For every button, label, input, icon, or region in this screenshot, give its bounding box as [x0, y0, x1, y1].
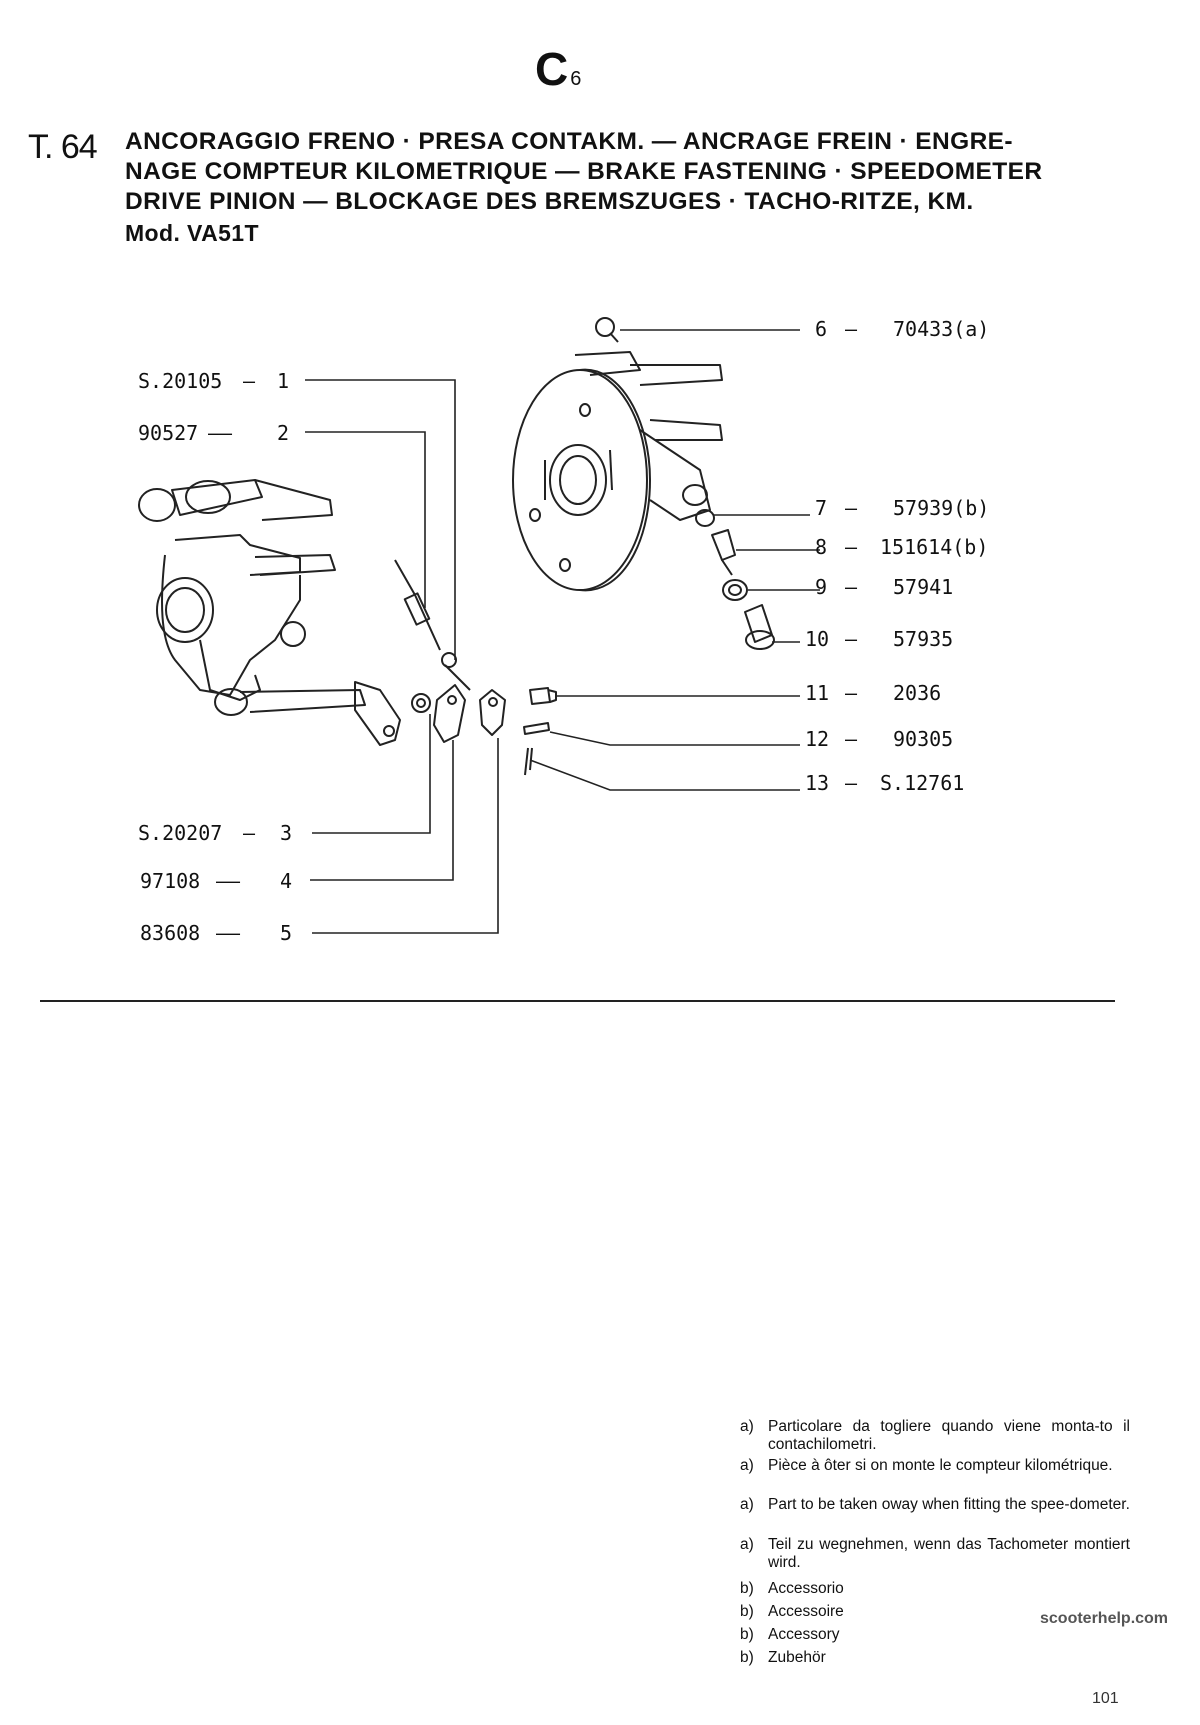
section-divider: [40, 1000, 1115, 1002]
part-ref-13: 13: [805, 771, 829, 795]
svg-text:—: —: [845, 317, 858, 341]
footnote: b)Accessorio: [740, 1580, 844, 1597]
part-ref-6: 6: [815, 317, 827, 341]
brake-anchor-bracket: [138, 479, 401, 746]
exploded-parts-diagram: S.20105 — 1 90527 —— 2 S.20207 — 3 97108…: [138, 317, 989, 945]
callout-part-10: 10 — 57935: [805, 627, 953, 651]
cable-fitting: [394, 559, 471, 691]
screw-part-6: [595, 317, 619, 343]
footnote: a)Part to be taken oway when fitting the…: [740, 1496, 1130, 1513]
plate-part-4: [433, 684, 466, 743]
part-ref-9: 9: [815, 575, 827, 599]
part-code-11: 2036: [893, 681, 941, 705]
svg-text:—: —: [845, 681, 858, 705]
callout-part-12: 12 — 90305: [805, 727, 953, 751]
part-ref-10: 10: [805, 627, 829, 651]
callout-part-8: 8 — 151614(b): [815, 535, 988, 559]
footnote: b)Accessory: [740, 1626, 840, 1643]
part-ref-11: 11: [805, 681, 829, 705]
washer-part-7: [695, 509, 715, 527]
callout-part-2: 90527 —— 2: [138, 421, 289, 445]
part-code-12: 90305: [893, 727, 953, 751]
callout-part-1: S.20105 — 1: [138, 369, 289, 393]
nut-part-3: [411, 693, 431, 713]
callout-part-11: 11 — 2036: [805, 681, 941, 705]
part-code-10: 57935: [893, 627, 953, 651]
svg-text:—: —: [845, 771, 858, 795]
part-code-7: 57939(b): [893, 496, 989, 520]
part-code-4: 97108: [140, 869, 200, 893]
svg-text:——: ——: [216, 921, 241, 945]
callout-part-4: 97108 —— 4: [140, 869, 292, 893]
part-code-6: 70433(a): [893, 317, 989, 341]
svg-text:—: —: [845, 627, 858, 651]
part-ref-8: 8: [815, 535, 827, 559]
plug-part-10: [744, 604, 775, 650]
watermark: scooterhelp.com: [1040, 1610, 1169, 1627]
footnote: a)Particolare da togliere quando viene m…: [740, 1418, 1130, 1453]
svg-text:—: —: [243, 369, 256, 393]
part-ref-5: 5: [280, 921, 292, 945]
part-ref-2: 2: [277, 421, 289, 445]
part-code-8: 151614(b): [880, 535, 988, 559]
model-label: Mod. VA51T: [125, 220, 259, 246]
title-line-2: NAGE COMPTEUR KILOMETRIQUE — BRAKE FASTE…: [125, 158, 1043, 185]
part-code-9: 57941: [893, 575, 953, 599]
svg-text:—: —: [845, 496, 858, 520]
callout-part-13: 13 — S.12761: [805, 771, 964, 795]
bolt-part-11: [529, 687, 557, 705]
callout-part-9: 9 — 57941: [815, 575, 953, 599]
part-ref-12: 12: [805, 727, 829, 751]
part-ref-1: 1: [277, 369, 289, 393]
callout-part-5: 83608 —— 5: [140, 921, 292, 945]
svg-text:——: ——: [216, 869, 241, 893]
svg-text:—: —: [243, 821, 256, 845]
svg-text:—: —: [845, 727, 858, 751]
svg-text:—: —: [845, 575, 858, 599]
footnote: a)Teil zu wegnehmen, wenn das Tachometer…: [740, 1536, 1130, 1571]
svg-text:——: ——: [208, 421, 233, 445]
split-pin-part-13: [524, 747, 533, 776]
part-code-2: 90527: [138, 421, 198, 445]
part-code-13: S.12761: [880, 771, 964, 795]
part-ref-4: 4: [280, 869, 292, 893]
part-code-5: 83608: [140, 921, 200, 945]
plate-part-5: [479, 689, 506, 736]
part-ref-3: 3: [280, 821, 292, 845]
part-code-3: S.20207: [138, 821, 222, 845]
title-line-3: DRIVE PINION — BLOCKAGE DES BREMSZUGES ·…: [125, 188, 974, 215]
page-number: 101: [1092, 1690, 1119, 1707]
part-ref-7: 7: [815, 496, 827, 520]
callout-part-3: S.20207 — 3: [138, 821, 292, 845]
table-number: T. 64: [28, 128, 98, 166]
brake-hub-plate: [512, 351, 723, 592]
footnote: b)Accessoire: [740, 1603, 844, 1620]
footnote: a)Pièce à ôter si on monte le compteur k…: [740, 1457, 1113, 1474]
callout-part-6: 6 — 70433(a): [815, 317, 989, 341]
leader-lines: [305, 329, 820, 934]
washer-part-9: [722, 579, 748, 601]
part-code-1: S.20105: [138, 369, 222, 393]
title-line-1: ANCORAGGIO FRENO · PRESA CONTAKM. — ANCR…: [125, 128, 1013, 155]
pinion-part-8: [711, 529, 736, 576]
svg-text:—: —: [845, 535, 858, 559]
pin-part-12: [523, 722, 550, 735]
footnote: b)Zubehör: [740, 1649, 826, 1666]
callout-part-7: 7 — 57939(b): [815, 496, 989, 520]
